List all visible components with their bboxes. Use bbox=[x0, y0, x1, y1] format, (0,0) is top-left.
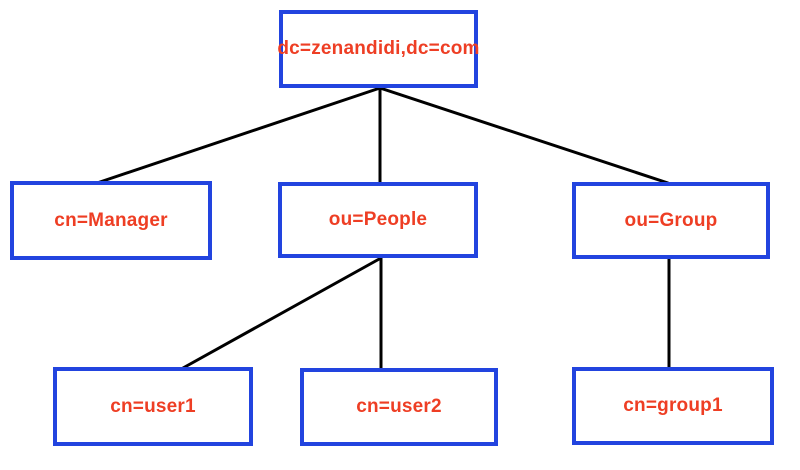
node-group: ou=Group bbox=[572, 182, 770, 259]
node-people-label: ou=People bbox=[328, 209, 428, 230]
node-group1-label: cn=group1 bbox=[623, 395, 723, 416]
edge-root-group bbox=[378, 86, 670, 185]
node-user2-label: cn=user2 bbox=[356, 396, 442, 417]
edge-root-manager bbox=[95, 86, 382, 185]
node-user2: cn=user2 bbox=[300, 368, 498, 446]
node-user1: cn=user1 bbox=[53, 367, 253, 446]
node-manager-label: cn=Manager bbox=[54, 209, 168, 231]
node-manager: cn=Manager bbox=[10, 181, 212, 260]
node-group-label: ou=Group bbox=[624, 209, 718, 231]
node-user1-label: cn=user1 bbox=[110, 395, 196, 417]
edge-people-user1 bbox=[181, 256, 383, 370]
node-people: ou=People bbox=[278, 182, 478, 258]
node-root-label: dc=zenandidi,dc=com bbox=[277, 38, 480, 59]
node-group1: cn=group1 bbox=[572, 367, 774, 445]
node-root: dc=zenandidi,dc=com bbox=[277, 10, 480, 88]
